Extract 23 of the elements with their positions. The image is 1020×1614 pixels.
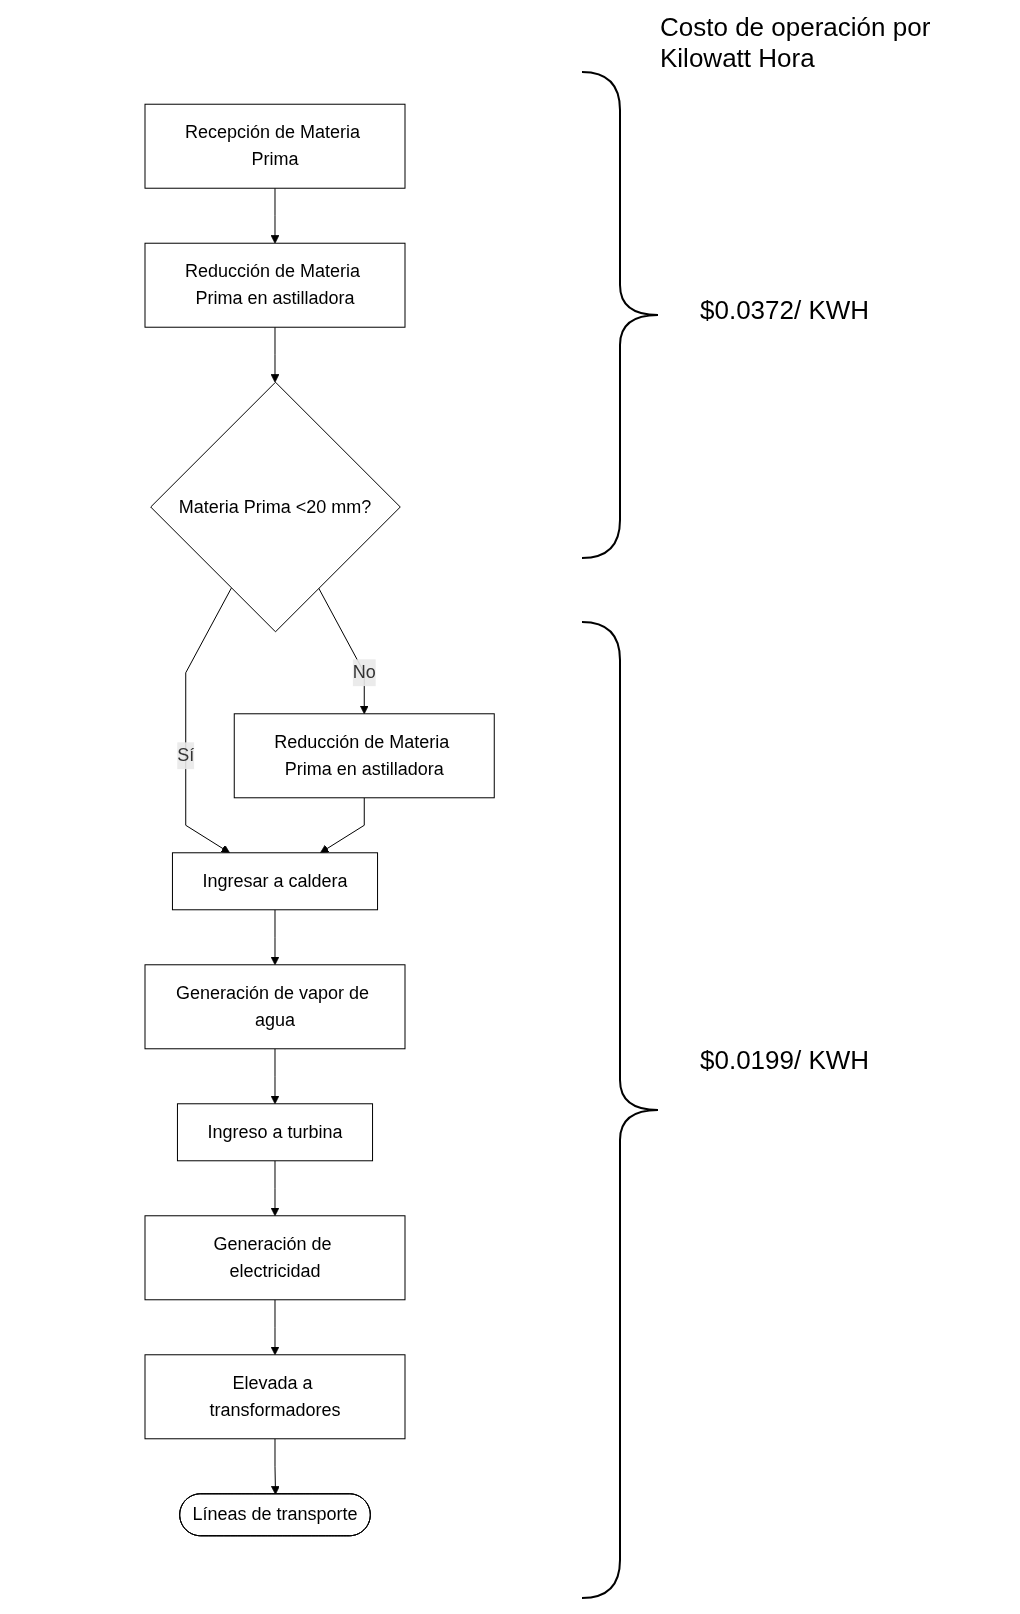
node-box: Reducción de Materia Prima en astilladora (144, 242, 406, 328)
node-box: Ingresar a caldera (172, 852, 379, 911)
cost-label: $0.0199/ KWH (700, 1045, 871, 1076)
arrow (270, 1048, 280, 1105)
arrow (271, 1438, 281, 1495)
arrow (270, 326, 280, 383)
arrow (270, 1299, 280, 1356)
node-box: Ingreso a turbina (177, 1103, 374, 1162)
node-box: Generación de vapor de agua (144, 964, 406, 1050)
node-box: Reducción de Materia Prima en astilladora (234, 713, 496, 799)
arrow (320, 797, 366, 854)
arrow (270, 187, 280, 244)
node-diamond: Materia Prima <20 mm? (150, 381, 402, 633)
edge-label: No (353, 662, 377, 683)
arrow (185, 587, 233, 854)
cost-label: $0.0372/ KWH (700, 295, 871, 326)
node-box: Generación de electricidad (144, 1215, 406, 1301)
edge-label: Sí (177, 745, 195, 766)
arrow (270, 909, 280, 966)
column-heading: Costo de operación por Kilowatt Hora (660, 12, 932, 74)
node-box: Elevada a transformadores (144, 1354, 406, 1440)
arrow (270, 1160, 280, 1217)
node-box: Recepción de Materia Prima (144, 103, 406, 189)
